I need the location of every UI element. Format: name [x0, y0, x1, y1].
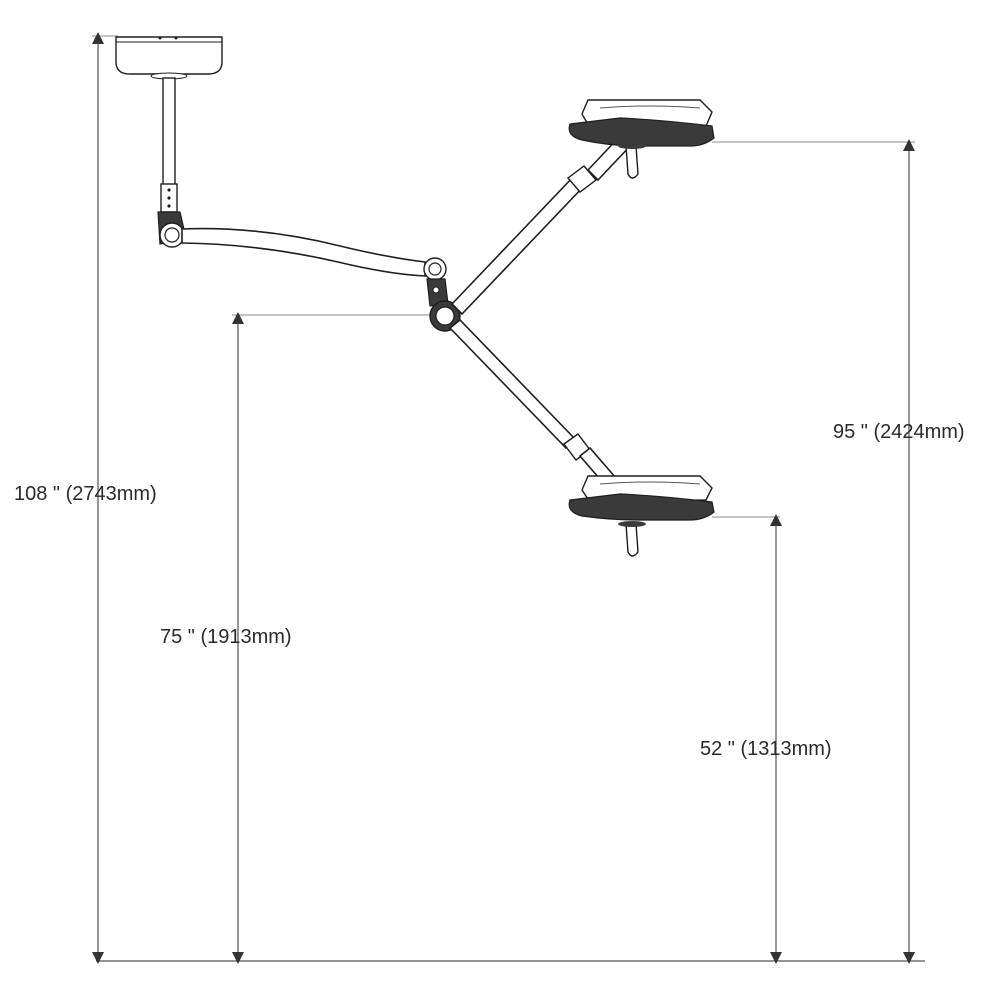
- upper-spring-arm: [450, 132, 634, 316]
- vertical-pole: [160, 77, 178, 213]
- lower-head-height-label: 52 " (1313mm): [700, 738, 832, 760]
- upper-head-height-label: 95 " (2424mm): [833, 421, 965, 443]
- horizontal-extension-arm: [181, 227, 426, 277]
- elbow-joint: [423, 257, 449, 307]
- shoulder-joint: [157, 211, 187, 248]
- joint-height-label: 75 " (1913mm): [160, 626, 292, 648]
- lower-light-head: [568, 475, 715, 557]
- ceiling-mount: [115, 36, 223, 80]
- upper-light-head: [568, 99, 715, 179]
- lower-spring-arm: [448, 318, 630, 502]
- total-height-label: 108 " (2743mm): [14, 483, 157, 505]
- central-hub: [429, 300, 461, 332]
